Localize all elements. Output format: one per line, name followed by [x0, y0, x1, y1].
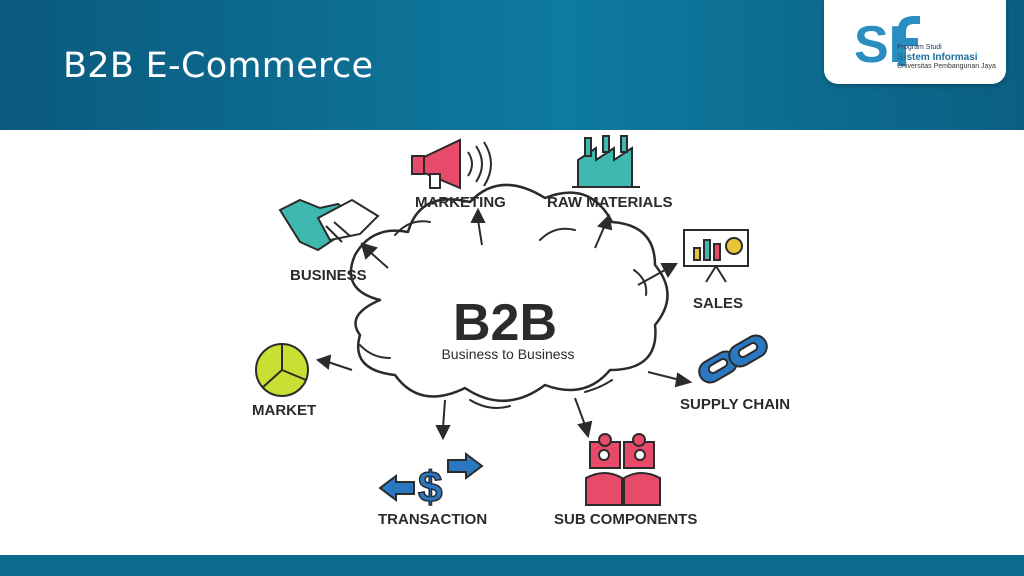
node-label-supply-chain: SUPPLY CHAIN	[680, 396, 790, 413]
logo-program-name: Sistem Informasi	[897, 52, 978, 63]
node-label-marketing: MARKETING	[415, 194, 506, 211]
sif-logo-icon: SI	[854, 16, 920, 68]
slide-footer-bar	[0, 555, 1024, 576]
handshake-icon	[278, 198, 380, 252]
node-label-sales: SALES	[693, 295, 743, 312]
slide-title: B2B E-Commerce	[63, 46, 374, 86]
dollar-exchange-icon: $	[378, 452, 484, 513]
svg-text:$: $	[418, 463, 442, 512]
puzzle-people-icon	[585, 433, 661, 506]
node-label-market: MARKET	[252, 402, 316, 419]
cloud-shape	[349, 183, 669, 402]
arrows	[315, 207, 693, 441]
logo-university-name: Universitas Pembangunan Jaya	[897, 63, 996, 70]
node-label-business: BUSINESS	[290, 267, 367, 284]
pie-chart-icon	[255, 343, 309, 397]
megaphone-icon	[411, 138, 492, 190]
center-title: B2B	[453, 294, 557, 352]
node-label-sub-components: SUB COMPONENTS	[554, 511, 697, 528]
logo-mark-text: SI	[854, 16, 903, 68]
presentation-board-icon	[683, 229, 749, 283]
sif-logo: SI Program Studi Sistem Informasi Univer…	[824, 0, 1006, 84]
b2b-diagram: B2B Business to Business MARKETING RAW M…	[252, 135, 790, 528]
chain-icon	[698, 334, 768, 384]
center-subtitle: Business to Business	[441, 346, 574, 362]
logo-program-label: Program Studi	[897, 44, 942, 51]
node-label-transaction: TRANSACTION	[378, 511, 487, 528]
node-label-raw-materials: RAW MATERIALS	[547, 194, 673, 211]
factory-icon	[572, 135, 640, 188]
